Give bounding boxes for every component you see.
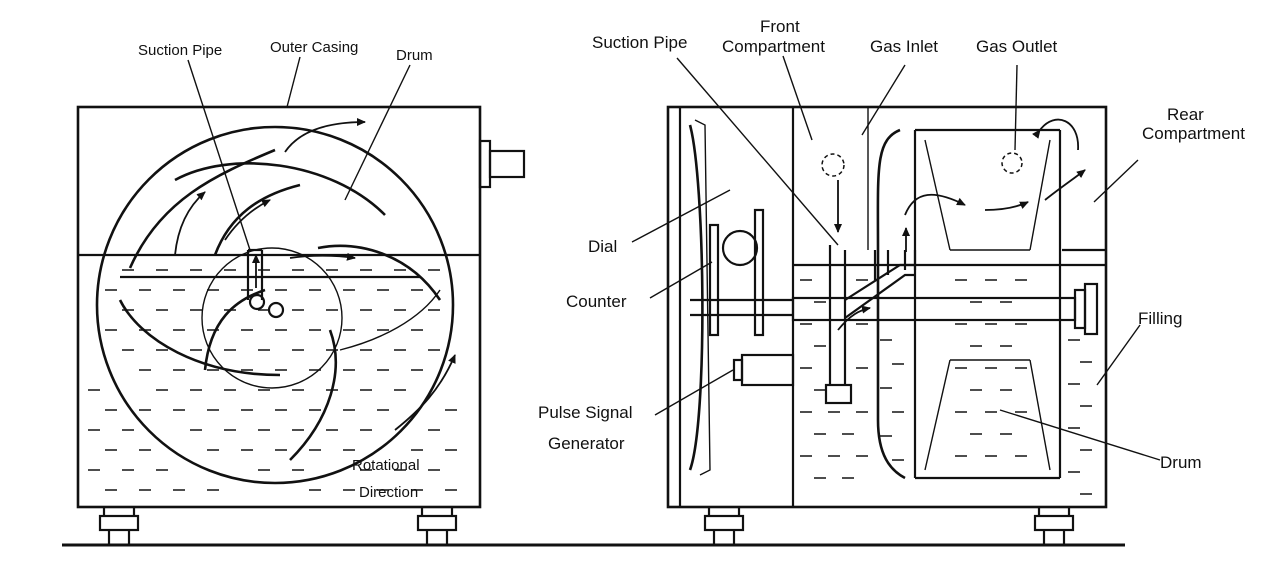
left-shaft-stub (488, 149, 526, 179)
left-drum-hub (201, 247, 343, 389)
left-label-suction-pipe: Suction Pipe (138, 42, 222, 59)
right-side-view: Suction Pipe Front Compartment Gas Inlet… (538, 17, 1245, 545)
left-label-rotational: Rotational (352, 457, 420, 474)
left-suction-pipe (246, 248, 285, 319)
left-feet (98, 507, 458, 545)
right-label-rear-line1: Rear (1167, 105, 1204, 124)
right-label-gas-outlet: Gas Outlet (976, 37, 1058, 56)
left-side-flange (478, 139, 492, 189)
left-label-direction: Direction (359, 484, 418, 501)
right-label-filling: Filling (1138, 309, 1182, 328)
right-suction-pipe (824, 245, 917, 405)
right-water (793, 248, 1105, 495)
right-label-pulse-line1: Pulse Signal (538, 403, 633, 422)
right-outer-casing (666, 105, 1108, 509)
left-label-outer-casing: Outer Casing (270, 39, 358, 56)
right-label-pulse-line2: Generator (548, 434, 625, 453)
left-leader-lines (187, 56, 411, 251)
right-label-front-line1: Front (760, 17, 800, 36)
right-dial (688, 124, 704, 471)
right-gas-inlet-marker (821, 153, 845, 177)
right-label-drum: Drum (1160, 453, 1202, 472)
right-label-dial: Dial (588, 237, 617, 256)
left-label-drum: Drum (396, 47, 433, 64)
right-drum (876, 128, 1062, 480)
left-water (78, 253, 480, 491)
left-outer-casing (76, 105, 482, 509)
right-label-suction-pipe: Suction Pipe (592, 33, 687, 52)
right-label-gas-inlet: Gas Inlet (870, 37, 938, 56)
right-flow-arrows (834, 118, 1086, 252)
right-drum-shaft (791, 282, 1099, 336)
left-front-view: Suction Pipe Outer Casing Drum Rotationa… (76, 39, 526, 545)
right-label-counter: Counter (566, 292, 627, 311)
left-drum-outline (95, 125, 455, 485)
right-feet (703, 507, 1075, 545)
right-label-front-line2: Compartment (722, 37, 825, 56)
right-pulse-signal-generator (732, 353, 795, 387)
right-leader-lines (631, 55, 1161, 461)
left-flow-arrows (174, 118, 456, 431)
right-gas-outlet-marker (1001, 152, 1023, 174)
left-drum-blades (118, 148, 442, 461)
right-label-rear-line2: Compartment (1142, 124, 1245, 143)
right-counter (708, 208, 765, 337)
